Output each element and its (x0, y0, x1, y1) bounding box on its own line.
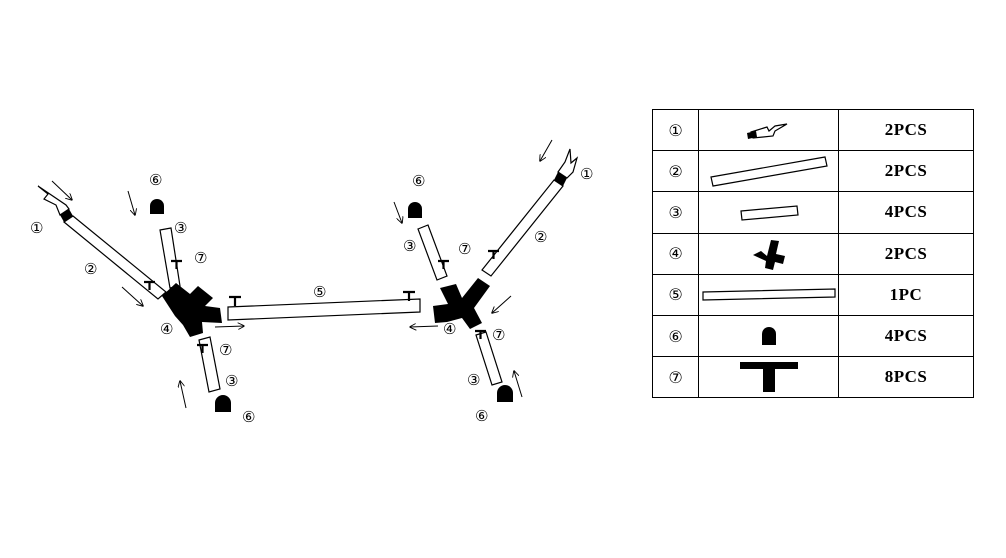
right-t-clip-a (438, 259, 449, 269)
callout-left-3a: ③ (174, 219, 187, 237)
left-t-clip-b (171, 259, 182, 269)
right-arrow-connector (410, 326, 439, 327)
left-arrow-connector (214, 326, 244, 327)
t-clip-icon (698, 356, 839, 399)
callout-left-6a: ⑥ (149, 171, 162, 189)
callout-left-7a: ⑦ (194, 249, 207, 267)
part-quantity: 4PCS (838, 314, 974, 358)
right-arrow-end-piece (540, 139, 553, 161)
left-t-clip-c (197, 343, 208, 353)
right-arrow-tube (492, 295, 512, 313)
part-number: ② (652, 150, 699, 193)
parts-list-table: ① 2PCS ② 2PCS ③ (652, 108, 974, 399)
callout-right-7a: ⑦ (458, 240, 471, 258)
part-quantity: 1PC (838, 273, 974, 316)
assembly-diagram: ① ② ⑥ ③ ⑦ ④ ⑦ ③ ⑥ ⑤ (30, 139, 593, 426)
left-end-piece (37, 185, 73, 222)
center-t-clip (403, 290, 415, 301)
callout-left-4: ④ (160, 320, 173, 338)
callout-right-7b: ⑦ (492, 326, 505, 344)
right-end-piece (554, 148, 579, 186)
right-long-tube (481, 179, 564, 277)
part-quantity: 2PCS (838, 108, 974, 152)
y-connector-icon (698, 232, 839, 275)
callout-left-1: ① (30, 219, 43, 237)
callout-right-2: ② (534, 228, 547, 246)
left-arrow-tube (121, 286, 143, 306)
left-t-clip-d (229, 295, 241, 306)
part-number: ⑤ (652, 273, 699, 316)
part-number: ⑥ (652, 314, 699, 358)
left-arrow-end-piece (51, 180, 72, 200)
part-quantity: 2PCS (838, 150, 974, 193)
part-number: ③ (652, 191, 699, 234)
part-quantity: 4PCS (838, 191, 974, 234)
table-row: ⑤ 1PC (652, 273, 974, 316)
right-assembly: ⑥ ① ② ③ ⑦ ④ ⑦ ③ ⑥ (393, 139, 593, 425)
left-t-clip-a (144, 280, 155, 290)
part-number: ① (652, 108, 699, 152)
callout-left-3b: ③ (225, 372, 238, 390)
center-section: ⑤ (227, 283, 421, 321)
short-tube-icon (698, 191, 839, 234)
right-t-clip-c (475, 329, 486, 339)
callout-left-6b: ⑥ (242, 408, 255, 426)
right-y-connector (433, 278, 490, 329)
part-number: ④ (652, 232, 699, 275)
right-short-tube-upper (417, 224, 448, 281)
right-short-tube-lower (475, 331, 503, 386)
right-end-cap-lower (497, 385, 513, 402)
callout-right-1: ① (580, 165, 593, 183)
callout-right-3b: ③ (467, 371, 480, 389)
pipe-end-piece-icon (698, 108, 839, 152)
left-arrow-bottom (180, 381, 187, 409)
left-assembly: ① ② ⑥ ③ ⑦ ④ ⑦ ③ ⑥ (30, 171, 255, 426)
callout-left-2: ② (84, 260, 97, 278)
right-end-cap-upper (408, 202, 422, 218)
callout-right-4: ④ (443, 320, 456, 338)
table-row: ② 2PCS (652, 150, 974, 193)
part-quantity: 8PCS (838, 356, 974, 399)
callout-left-7b: ⑦ (219, 341, 232, 359)
center-bar (227, 298, 421, 321)
table-row: ① 2PCS (652, 108, 974, 152)
part-quantity: 2PCS (838, 232, 974, 275)
right-t-clip-b (488, 249, 499, 259)
left-long-tube (62, 215, 167, 300)
center-bar-icon (698, 273, 839, 316)
left-arrow-end-cap (127, 190, 135, 215)
long-tube-icon (698, 150, 839, 193)
left-end-cap-upper (150, 199, 164, 214)
end-cap-icon (698, 314, 839, 358)
callout-middle-5: ⑤ (313, 283, 326, 301)
table-row: ⑥ 4PCS (652, 314, 974, 358)
table-row: ④ 2PCS (652, 232, 974, 275)
left-short-tube-upper (159, 227, 181, 289)
left-end-cap-lower (215, 395, 231, 412)
left-short-tube-lower (198, 336, 221, 393)
right-arrow-end-cap (393, 201, 402, 223)
part-number: ⑦ (652, 356, 699, 399)
callout-right-3a: ③ (403, 237, 416, 255)
callout-right-6b: ⑥ (475, 407, 488, 425)
table-row: ⑦ 8PCS (652, 356, 974, 399)
right-arrow-bottom (514, 371, 523, 398)
table-row: ③ 4PCS (652, 191, 974, 234)
callout-right-6a: ⑥ (412, 172, 425, 190)
left-y-connector (162, 283, 222, 337)
